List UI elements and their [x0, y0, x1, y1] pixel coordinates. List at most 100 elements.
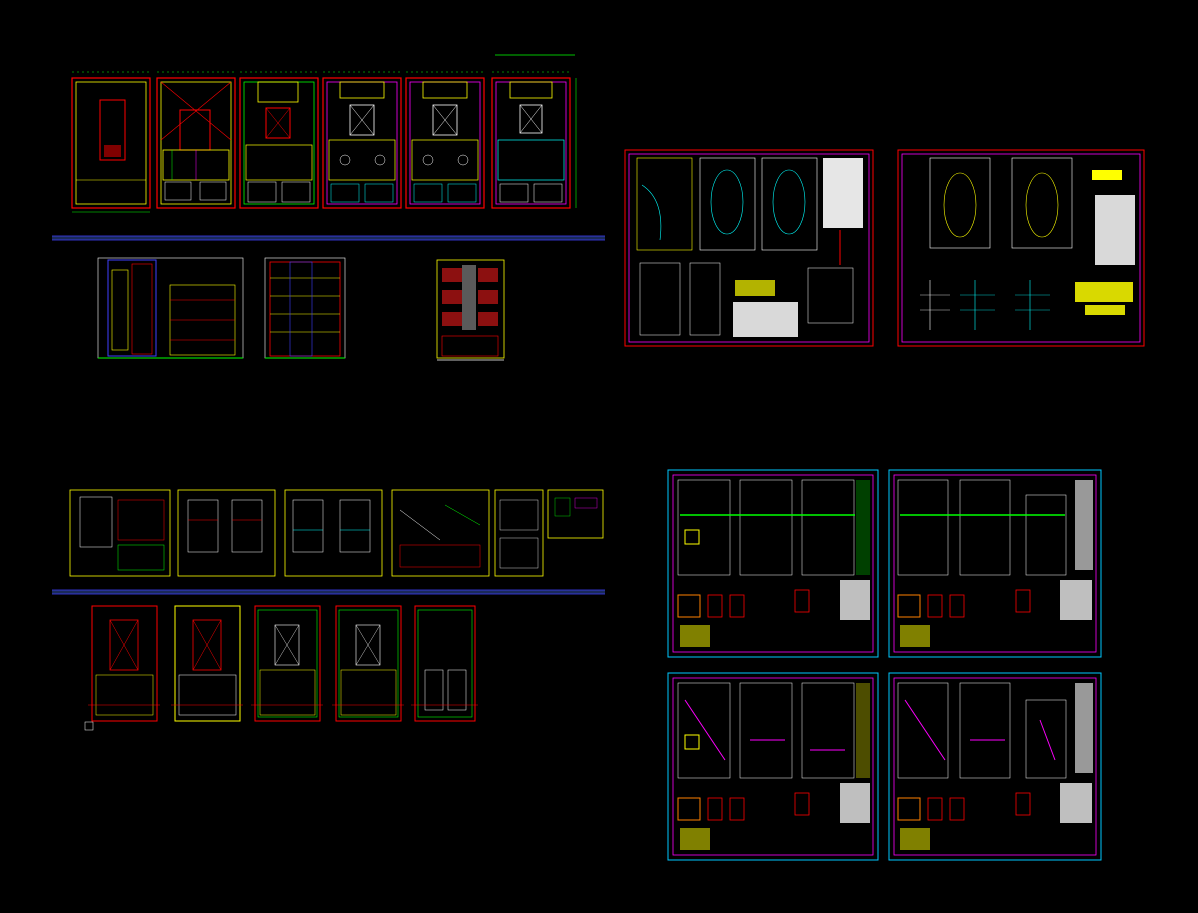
cad-linework — [457, 154, 469, 166]
cad-linework — [192, 619, 222, 671]
architecture-floor-plans[interactable] — [71, 54, 577, 213]
sanitary-sheet-3[interactable] — [667, 672, 879, 861]
cad-linework — [547, 489, 604, 539]
architecture-sections-elevations[interactable] — [97, 257, 505, 361]
cad-linework — [699, 157, 756, 251]
cad-linework — [339, 154, 351, 166]
floor-plan-3[interactable] — [239, 71, 319, 209]
cad-linework — [84, 721, 94, 731]
cad-linework — [509, 81, 553, 99]
cad-linework — [1075, 480, 1093, 570]
cad-linework — [117, 499, 165, 541]
cad-linework — [52, 236, 605, 240]
cad-linework — [432, 104, 458, 136]
cad-linework — [104, 145, 121, 157]
cad-linework — [554, 497, 571, 517]
cad-linework — [95, 674, 154, 716]
cad-linework — [761, 157, 818, 251]
cad-linework — [432, 104, 458, 136]
cad-linework — [177, 489, 276, 577]
structural-sheet-2[interactable] — [177, 489, 276, 577]
cad-linework — [794, 589, 810, 613]
structural-sheet-1[interactable] — [69, 489, 171, 577]
cad-linework — [364, 183, 394, 203]
cad-linework — [497, 139, 565, 181]
cad-linework — [156, 77, 236, 209]
cad-linework — [257, 609, 318, 718]
electrical-sheet-2[interactable] — [897, 149, 1145, 347]
structural-plan-1[interactable] — [84, 605, 160, 731]
cad-linework — [1060, 580, 1092, 620]
cad-linework — [893, 474, 1097, 653]
floor-plan-2[interactable] — [156, 71, 236, 209]
cad-linework — [441, 335, 499, 357]
structural-sheet-6[interactable] — [547, 489, 604, 539]
cad-linework — [888, 469, 1102, 658]
cad-linework — [192, 619, 222, 671]
structural-sheet-3[interactable] — [284, 489, 383, 577]
cad-linework — [257, 81, 299, 103]
cad-linework — [131, 263, 153, 355]
floor-plan-4[interactable] — [322, 71, 402, 209]
cad-linework — [949, 797, 965, 821]
cad-linework — [574, 497, 598, 509]
sanitary-sheet-2[interactable] — [888, 469, 1102, 658]
cad-linework — [239, 77, 319, 209]
cad-linework — [199, 181, 227, 201]
cad-linework — [624, 149, 874, 347]
sanitary-installation-sheets[interactable] — [667, 469, 1102, 861]
structural-floor-plans[interactable] — [84, 605, 478, 731]
cad-linework — [413, 183, 443, 203]
sanitary-sheet-4[interactable] — [888, 672, 1102, 861]
sanitary-sheet-1[interactable] — [667, 469, 879, 658]
cad-linework — [897, 479, 949, 576]
cad-linework — [339, 81, 385, 99]
cad-linework — [462, 265, 476, 330]
cad-linework — [424, 669, 444, 711]
cad-linework — [442, 290, 462, 304]
cad-linework — [823, 158, 863, 228]
cad-linework — [959, 682, 1011, 779]
cad-linework — [710, 169, 744, 235]
cad-linework — [111, 269, 129, 351]
cad-linework — [447, 183, 477, 203]
cad-linework — [735, 280, 775, 296]
cad-linework — [414, 605, 476, 722]
cad-linework — [904, 699, 946, 761]
structural-sheet-4[interactable] — [391, 489, 490, 577]
cad-linework — [684, 734, 700, 750]
cad-linework — [801, 682, 855, 779]
floor-plan-1[interactable] — [71, 71, 151, 213]
structural-plan-3[interactable] — [251, 605, 323, 722]
structural-plan-5[interactable] — [411, 605, 478, 722]
cad-linework — [109, 619, 139, 671]
cad-linework — [436, 259, 505, 359]
cad-linework — [1060, 783, 1092, 823]
facade-elevation[interactable] — [436, 259, 505, 361]
cad-linework — [330, 183, 360, 203]
cad-linework — [1015, 792, 1031, 816]
cad-linework — [677, 594, 701, 618]
cad-linework — [1015, 589, 1031, 613]
structural-detail-sheets[interactable] — [69, 489, 604, 577]
cad-linework — [174, 605, 241, 722]
structural-sheet-5[interactable] — [494, 489, 544, 577]
cad-linework — [340, 669, 397, 716]
cad-linework — [1085, 305, 1125, 315]
section-a[interactable] — [97, 257, 244, 359]
cad-linework — [519, 104, 543, 134]
cad-linework — [519, 104, 543, 134]
cad-linework — [680, 828, 710, 850]
structural-plan-4[interactable] — [332, 605, 404, 722]
cad-linework — [499, 499, 539, 531]
structural-plan-2[interactable] — [171, 605, 243, 722]
electrical-sheet-1[interactable] — [624, 149, 874, 347]
section-b[interactable] — [264, 257, 346, 359]
cad-linework — [739, 682, 793, 779]
cad-linework — [927, 797, 943, 821]
cad-linework — [75, 81, 147, 205]
floor-plan-6[interactable] — [491, 71, 577, 209]
floor-plan-5[interactable] — [405, 71, 485, 209]
